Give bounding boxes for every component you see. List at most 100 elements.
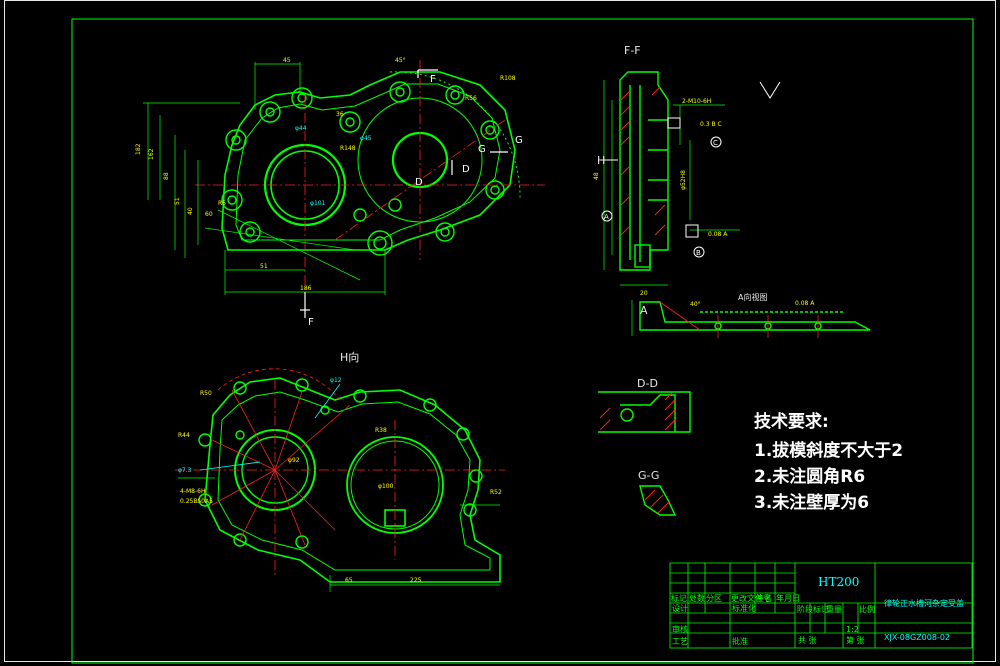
svg-text:A: A — [604, 213, 609, 221]
svg-text:182: 182 — [135, 143, 142, 155]
main-dimensions — [143, 62, 386, 295]
svg-text:G: G — [478, 144, 486, 155]
svg-text:0.08 A: 0.08 A — [708, 231, 728, 238]
title-block-stage: 阶段标记 — [797, 605, 829, 614]
main-outer-contour — [221, 71, 516, 251]
svg-text:φ12: φ12 — [330, 377, 342, 384]
title-block-standard: 标准化 — [732, 604, 756, 613]
svg-text:186: 186 — [300, 285, 312, 292]
svg-text:G: G — [515, 135, 523, 146]
h-view-lugs — [198, 378, 483, 549]
title-block-scale: 1:2 — [846, 625, 859, 634]
a-view-centerlines — [659, 301, 819, 338]
h-view-dimensions — [178, 477, 500, 592]
ff-datums — [600, 81, 781, 258]
gg-hatch — [644, 489, 671, 514]
ff-title: F-F — [624, 44, 641, 57]
tech-requirement-2: 2.未注圆角R6 — [754, 467, 866, 487]
main-dim-text: 182 162 88 51 40 51 186 45 R5 60 R148 R5… — [135, 57, 516, 292]
ff-dim-text: 2-M10-6H 0.3 B C 0.08 A 48 20 φ52H8 — [593, 98, 728, 297]
svg-text:φ92: φ92 — [288, 457, 300, 464]
svg-text:φ7.3: φ7.3 — [178, 467, 192, 474]
svg-text:R44: R44 — [178, 432, 190, 439]
svg-text:36: 36 — [336, 111, 344, 118]
title-block-designer: 设计 — [672, 604, 688, 613]
tech-requirement-3: 3.未注壁厚为6 — [754, 493, 870, 513]
ff-view — [619, 71, 669, 271]
a-view — [631, 300, 871, 336]
title-block-header-zone: 分区 — [706, 594, 722, 603]
dd-title: D-D — [637, 377, 658, 390]
title-block-process: 工艺 — [672, 637, 688, 646]
svg-text:B: B — [696, 249, 701, 257]
drawing-border — [4, 0, 996, 662]
svg-text:65: 65 — [345, 577, 353, 584]
svg-text:88: 88 — [163, 172, 170, 180]
svg-text:R38: R38 — [375, 427, 387, 434]
h-view-leader-text: φ7.3 φ12 — [178, 377, 342, 474]
title-block-weight: 重量 — [826, 605, 842, 614]
title-block-header-date: 年月日 — [776, 594, 800, 603]
title-block-approve: 批准 — [732, 637, 748, 646]
ff-hatch — [620, 86, 666, 236]
title-block-part-name: 律轮正水槽河杂定受盖 — [884, 599, 964, 608]
ff-arrow-label: H — [597, 154, 606, 167]
svg-text:D: D — [462, 164, 470, 175]
svg-text:162: 162 — [148, 148, 155, 160]
svg-text:45°: 45° — [395, 57, 406, 64]
svg-text:R148: R148 — [340, 145, 356, 152]
hh-title: H向 — [340, 351, 360, 364]
a-view-dim-text: 40° 0.08 A — [690, 300, 815, 308]
svg-text:φ44: φ44 — [295, 125, 307, 132]
dd-hatch — [599, 392, 676, 431]
svg-text:R50: R50 — [200, 390, 212, 397]
svg-text:φ101: φ101 — [310, 200, 326, 207]
svg-text:R5: R5 — [218, 200, 226, 207]
main-centerlines — [195, 60, 545, 290]
svg-text:225: 225 — [410, 577, 422, 584]
svg-text:φ45: φ45 — [360, 135, 372, 142]
h-view-dim-text: 65 225 R50 R44 4-M8-6H 0.25BS0A5 φ92 φ10… — [178, 390, 502, 584]
main-leader-text: φ44 φ101 φ45 — [295, 125, 372, 207]
svg-text:4-M8-6H: 4-M8-6H — [180, 488, 205, 495]
title-block — [669, 562, 973, 649]
svg-text:51: 51 — [174, 197, 181, 205]
svg-text:φ52H8: φ52H8 — [680, 170, 687, 190]
h-view-centerlines — [175, 368, 505, 575]
svg-text:2-M10-6H: 2-M10-6H — [682, 98, 711, 105]
svg-text:0.3 B C: 0.3 B C — [700, 121, 722, 128]
svg-text:20: 20 — [640, 290, 648, 297]
h-view — [204, 377, 501, 583]
main-lugs — [221, 81, 505, 256]
title-block-sheets: 共 张 — [798, 636, 817, 645]
title-block-header-sign: 签名 — [756, 594, 772, 603]
aview-title: A向视图 — [738, 293, 768, 302]
svg-text:F: F — [430, 74, 436, 85]
svg-text:45: 45 — [283, 57, 291, 64]
title-block-sheet: 第 张 — [846, 636, 865, 645]
svg-text:C: C — [713, 139, 718, 147]
svg-text:0.08 A: 0.08 A — [795, 300, 815, 307]
svg-text:0.25BS0A5: 0.25BS0A5 — [180, 498, 213, 505]
title-block-drawing-no: XJX-08GZ008-02 — [884, 633, 951, 642]
svg-text:R108: R108 — [500, 75, 516, 82]
title-block-material: HT200 — [818, 575, 860, 589]
svg-text:48: 48 — [593, 172, 600, 180]
ff-datum-letters: A B C — [604, 139, 718, 257]
inner-frame — [71, 18, 974, 664]
title-block-header-doc: 更改文件号 — [731, 594, 771, 603]
svg-text:φ100: φ100 — [378, 483, 394, 490]
svg-text:R52: R52 — [490, 489, 502, 496]
title-block-header-count: 处数 — [689, 594, 705, 603]
gg-title: G-G — [638, 469, 660, 482]
title-block-header-mark: 标记 — [671, 594, 687, 603]
ff-dimensions — [603, 80, 740, 286]
tech-requirement-1: 1.拔模斜度不大于2 — [754, 441, 904, 461]
svg-text:R56: R56 — [465, 95, 477, 102]
gg-view — [639, 485, 677, 516]
aview-arrow-label: A — [640, 304, 648, 317]
dd-view — [598, 391, 691, 433]
svg-text:40: 40 — [187, 207, 194, 215]
title-block-ratio: 比例 — [859, 605, 875, 614]
